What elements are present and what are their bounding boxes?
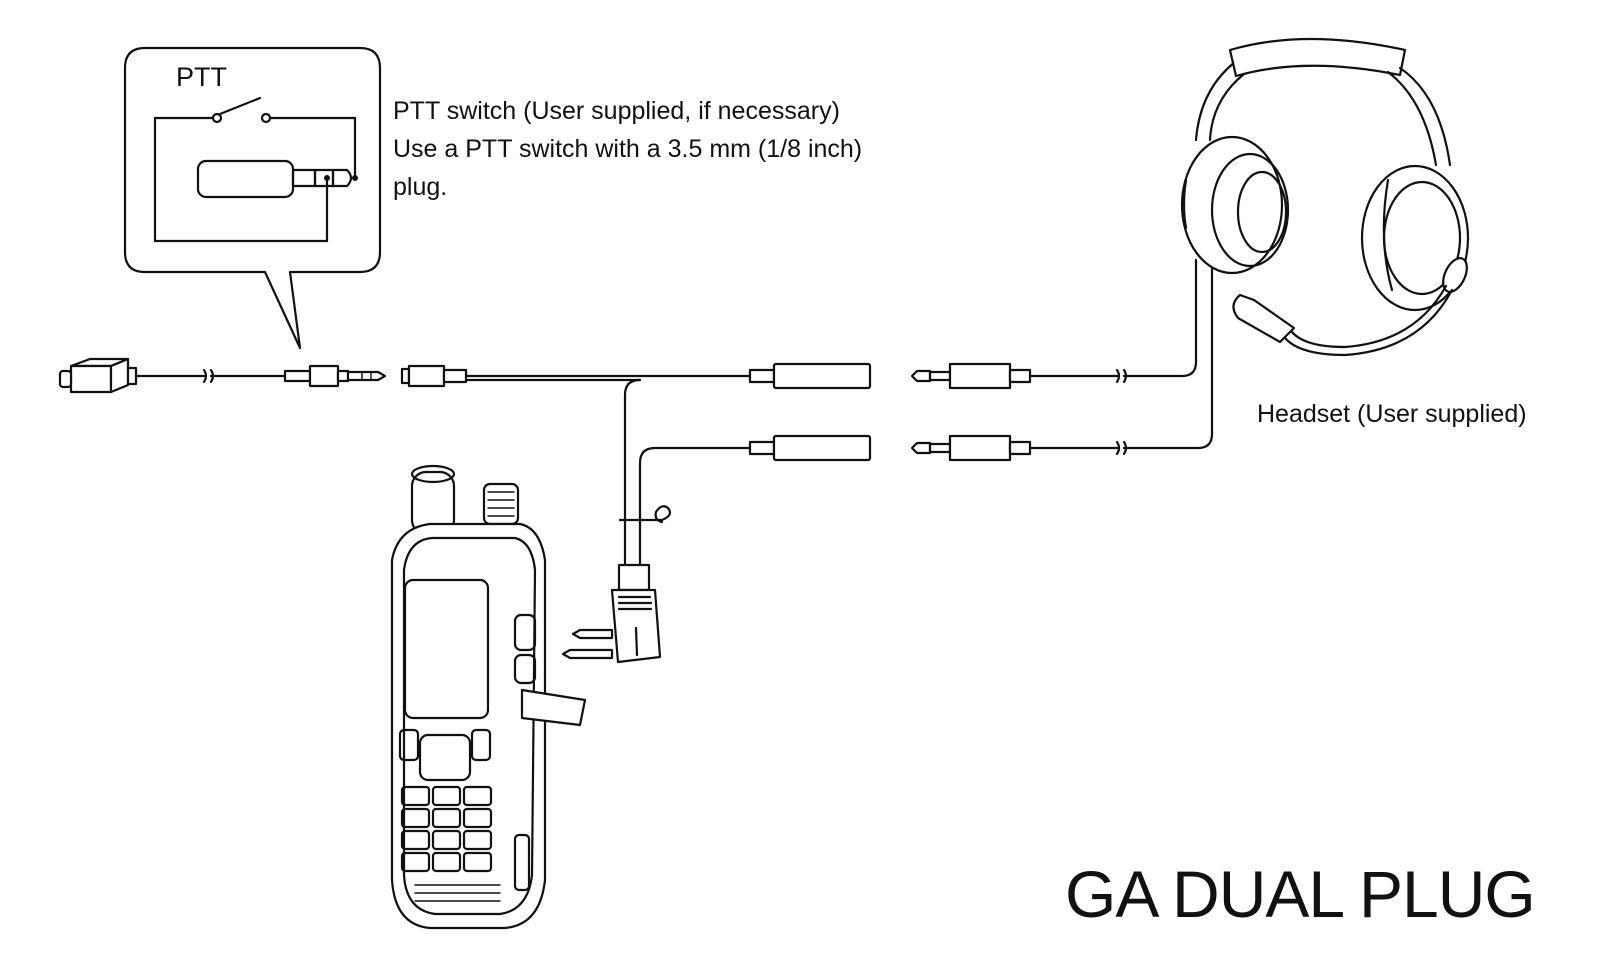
radio-keypad [400,785,493,873]
ptt-note-line-1: PTT switch (User supplied, if necessary) [393,97,840,125]
ptt-switch-symbol [153,96,357,243]
dual-plug-cable-lower [618,434,872,592]
radio-plug [561,563,662,664]
page-title: GA DUAL PLUG [1065,857,1536,931]
headset-plugs [910,258,1214,462]
ptt-label: PTT [176,62,227,92]
headset-label: Headset (User supplied) [1257,400,1527,428]
dual-plug-cable-upper [400,362,872,592]
headset-drawing [1180,37,1470,357]
ptt-note-line-2: Use a PTT switch with a 3.5 mm (1/8 inch… [393,135,863,163]
ptt-callout [123,46,382,350]
ptt-cable [58,357,387,394]
radio-drawing [390,464,587,930]
ptt-note-line-3: plug. [393,173,448,201]
ptt-plug-symbol [196,159,358,199]
